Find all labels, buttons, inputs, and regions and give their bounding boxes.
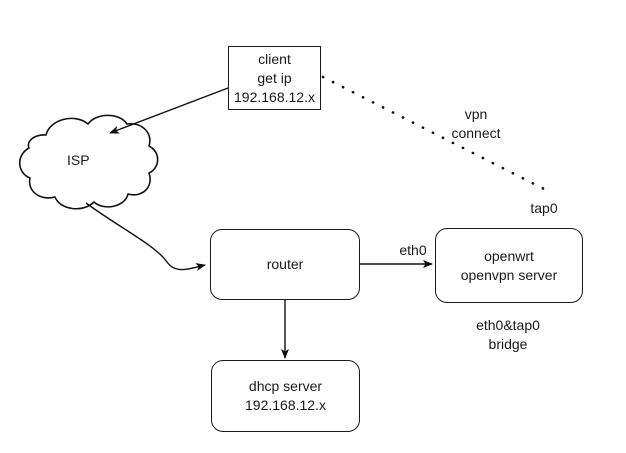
label-tap0: tap0 <box>530 200 558 216</box>
isp-cloud-shape <box>18 114 159 210</box>
node-openwrt-openvpn-server[interactable]: openwrt openvpn server <box>435 228 583 303</box>
node-client-line-2: get ip <box>257 69 292 86</box>
edge-client-to-isp <box>109 87 229 134</box>
node-client[interactable]: client get ip 192.168.12.x <box>228 46 321 110</box>
label-bridge-line-1: eth0&tap0 <box>476 317 540 333</box>
node-dhcp-server[interactable]: dhcp server 192.168.12.x <box>211 360 360 432</box>
edge-client-vpn-to-tap0 <box>321 75 548 192</box>
label-vpn-connect: vpn connect <box>441 105 511 143</box>
label-vpn-connect-line-2: connect <box>451 125 501 141</box>
node-openwrt-line-2: openvpn server <box>460 266 558 283</box>
node-dhcp-line-2: 192.168.12.x <box>245 397 326 413</box>
label-eth0: eth0 <box>399 242 427 258</box>
node-openwrt-line-1: openwrt <box>484 247 534 264</box>
isp-label: ISP <box>67 152 90 168</box>
node-router[interactable]: router <box>210 229 360 300</box>
node-router-label: router <box>266 256 304 272</box>
label-vpn-connect-line-1: vpn <box>464 106 488 122</box>
node-client-line-1: client <box>258 50 291 67</box>
label-bridge-line-2: bridge <box>488 336 528 352</box>
edge-isp-to-router <box>85 202 206 271</box>
node-client-line-3: 192.168.12.x <box>234 88 315 105</box>
node-dhcp-line-1: dhcp server <box>248 378 323 394</box>
label-eth0-tap0-bridge: eth0&tap0 bridge <box>448 316 568 354</box>
